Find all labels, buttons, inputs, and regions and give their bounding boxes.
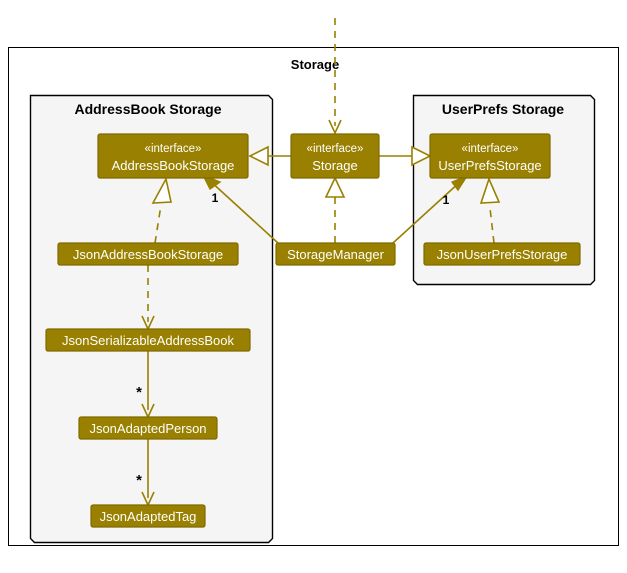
class-storagemanager[interactable]: StorageManager (275, 242, 396, 266)
class-box[interactable] (90, 504, 206, 528)
arrowhead-triangle (324, 176, 346, 198)
package-addressbook-title: AddressBook Storage (74, 101, 221, 117)
class-box[interactable] (275, 242, 396, 266)
class-name: JsonUserPrefsStorage (437, 247, 568, 262)
class-box[interactable] (423, 242, 581, 266)
class-jsonuserprefsstorage[interactable]: JsonUserPrefsStorage (423, 242, 581, 266)
class-jsonadaptedtag[interactable]: JsonAdaptedTag (90, 504, 206, 528)
multiplicity-label: * (136, 472, 142, 489)
connector-jsonaddressbookstorage-addressbookstorage (151, 176, 172, 244)
class-jsonserializableaddressbook[interactable]: JsonSerializableAddressBook (45, 328, 251, 352)
class-stereotype: «interface» (462, 143, 519, 155)
line (489, 207, 495, 244)
class-name: AddressBookStorage (112, 158, 235, 173)
connector-external-to-storage (328, 18, 342, 135)
arrowhead-triangle (479, 176, 501, 204)
class-box[interactable] (290, 133, 380, 179)
class-stereotype: «interface» (145, 143, 202, 155)
class-addressbookstorage[interactable]: «interface» AddressBookStorage (97, 133, 249, 179)
multiplicity-label: 1 (212, 191, 219, 205)
class-name: Storage (312, 158, 358, 173)
multiplicity-label: * (136, 384, 142, 401)
arrowhead-triangle (248, 145, 269, 167)
arrowhead-triangle (411, 145, 432, 167)
connector-storage-userprefsstorage (379, 145, 432, 167)
class-name: StorageManager (287, 247, 385, 262)
class-name: JsonSerializableAddressBook (62, 333, 234, 348)
connector-storagemanager-userprefsstorage: 1 (392, 174, 469, 244)
class-name: JsonAddressBookStorage (73, 247, 223, 262)
class-name: JsonAdaptedPerson (89, 421, 206, 436)
connector-jsonuserprefsstorage-userprefsstorage (479, 176, 501, 244)
line (208, 179, 279, 244)
connector-storagemanager-storage (324, 176, 346, 243)
arrowhead-open (328, 119, 342, 135)
line (392, 180, 462, 244)
class-stereotype: «interface» (307, 143, 364, 155)
class-jsonadaptedperson[interactable]: JsonAdaptedPerson (78, 416, 218, 440)
storage-frame-title: Storage (291, 57, 339, 72)
multiplicity-label: 1 (443, 193, 450, 207)
class-box[interactable] (429, 133, 551, 179)
arrowhead-solid (450, 174, 469, 192)
class-box[interactable] (57, 242, 239, 266)
class-userprefsstorage[interactable]: «interface» UserPrefsStorage (429, 133, 551, 179)
class-name: UserPrefsStorage (438, 158, 541, 173)
line (154, 204, 162, 244)
class-storage[interactable]: «interface» Storage (290, 133, 380, 179)
class-name: JsonAdaptedTag (100, 509, 197, 524)
arrowhead-triangle (151, 176, 172, 204)
connector-storage-addressbookstorage (248, 145, 291, 167)
class-box[interactable] (78, 416, 218, 440)
class-box[interactable] (97, 133, 249, 179)
class-box[interactable] (45, 328, 251, 352)
package-userprefs-title: UserPrefs Storage (442, 101, 564, 117)
class-jsonaddressbookstorage[interactable]: JsonAddressBookStorage (57, 242, 239, 266)
